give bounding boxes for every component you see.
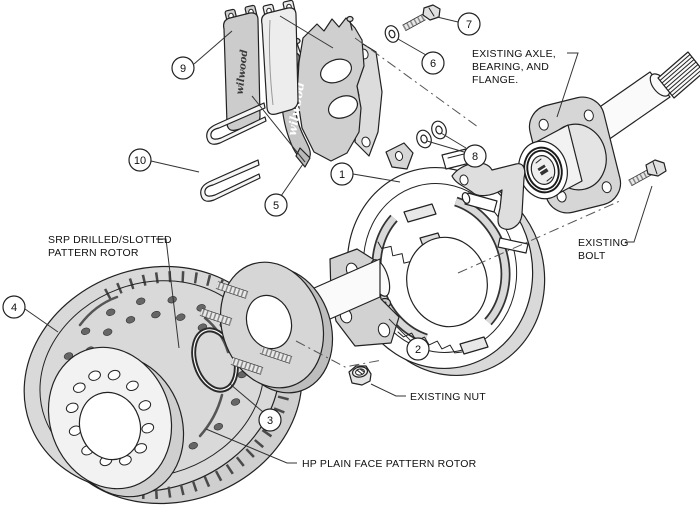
callout-10: 10 [128, 148, 152, 172]
svg-text:SRP DRILLED/SLOTTED: SRP DRILLED/SLOTTED [48, 234, 172, 246]
leader-lines [24, 15, 653, 464]
svg-text:BOLT: BOLT [578, 250, 606, 262]
svg-text:EXISTING: EXISTING [578, 237, 629, 249]
callout-3: 3 [258, 408, 282, 432]
retainer-clip [200, 159, 261, 202]
callout-number: 3 [267, 415, 273, 427]
centerline [457, 199, 623, 274]
callout-9: 9 [171, 56, 195, 80]
backing-plate-tab [385, 142, 414, 170]
svg-text:PATTERN ROTOR: PATTERN ROTOR [48, 247, 139, 259]
flat-washer [384, 25, 400, 43]
axle-bearing [518, 124, 583, 200]
callout-number: 4 [11, 302, 17, 314]
pad-brand-text: wilwood [235, 49, 251, 95]
brake-pad-outer [223, 12, 261, 131]
callout-number: 1 [339, 169, 345, 181]
svg-text:FLANGE.: FLANGE. [472, 74, 518, 86]
backing-plate-center-hole [406, 236, 488, 328]
label-existing-nut: EXISTING NUT [410, 391, 486, 403]
label-existing-bolt: EXISTING BOLT [578, 237, 629, 262]
existing-bolt [628, 159, 667, 187]
label-srp-rotor: SRP DRILLED/SLOTTED PATTERN ROTOR [48, 234, 172, 259]
callout-number: 10 [134, 155, 146, 167]
centerline [354, 37, 479, 128]
return-spring-lower [397, 331, 463, 354]
rotor-center-bore [78, 391, 142, 461]
retainer-clip [206, 102, 267, 145]
existing-nut [348, 365, 372, 386]
parking-lever-hook [451, 162, 526, 230]
callout-number: 9 [180, 63, 186, 75]
callout-number: 2 [415, 344, 421, 356]
label-hp-rotor: HP PLAIN FACE PATTERN ROTOR [302, 458, 477, 470]
wheel-studs [199, 281, 293, 375]
callout-6: 6 [421, 51, 445, 75]
caliper-body [296, 17, 365, 162]
callout-5: 5 [264, 193, 288, 217]
hub-center-hole [245, 294, 293, 350]
callout-4: 4 [2, 295, 26, 319]
centerlines [295, 37, 623, 368]
callout-number: 6 [430, 58, 436, 70]
brake-pad-inner [261, 7, 299, 115]
callout-number: 7 [466, 19, 472, 31]
axle-spline [657, 51, 700, 99]
adjuster-top [403, 203, 437, 223]
callout-7: 7 [457, 12, 481, 36]
callout-1: 1 [330, 162, 354, 186]
callout-number: 5 [273, 200, 279, 212]
pad-retainer-clips [200, 102, 267, 202]
axle-flange-assembly [518, 51, 700, 214]
svg-text:BEARING, AND: BEARING, AND [472, 61, 549, 73]
hub-adapter [199, 258, 391, 394]
svg-text:HP PLAIN FACE PATTERN ROTOR: HP PLAIN FACE PATTERN ROTOR [302, 458, 477, 470]
svg-text:EXISTING NUT: EXISTING NUT [410, 391, 486, 403]
label-existing-axle: EXISTING AXLE, BEARING, AND FLANGE. [472, 48, 556, 86]
callout-8: 8 [463, 144, 487, 168]
svg-text:EXISTING AXLE,: EXISTING AXLE, [472, 48, 556, 60]
callout-2: 2 [406, 337, 430, 361]
callout-number: 8 [472, 151, 478, 163]
brake-pads: wilwood [223, 0, 299, 131]
centerline [295, 340, 383, 368]
mounting-bolt [402, 4, 441, 32]
